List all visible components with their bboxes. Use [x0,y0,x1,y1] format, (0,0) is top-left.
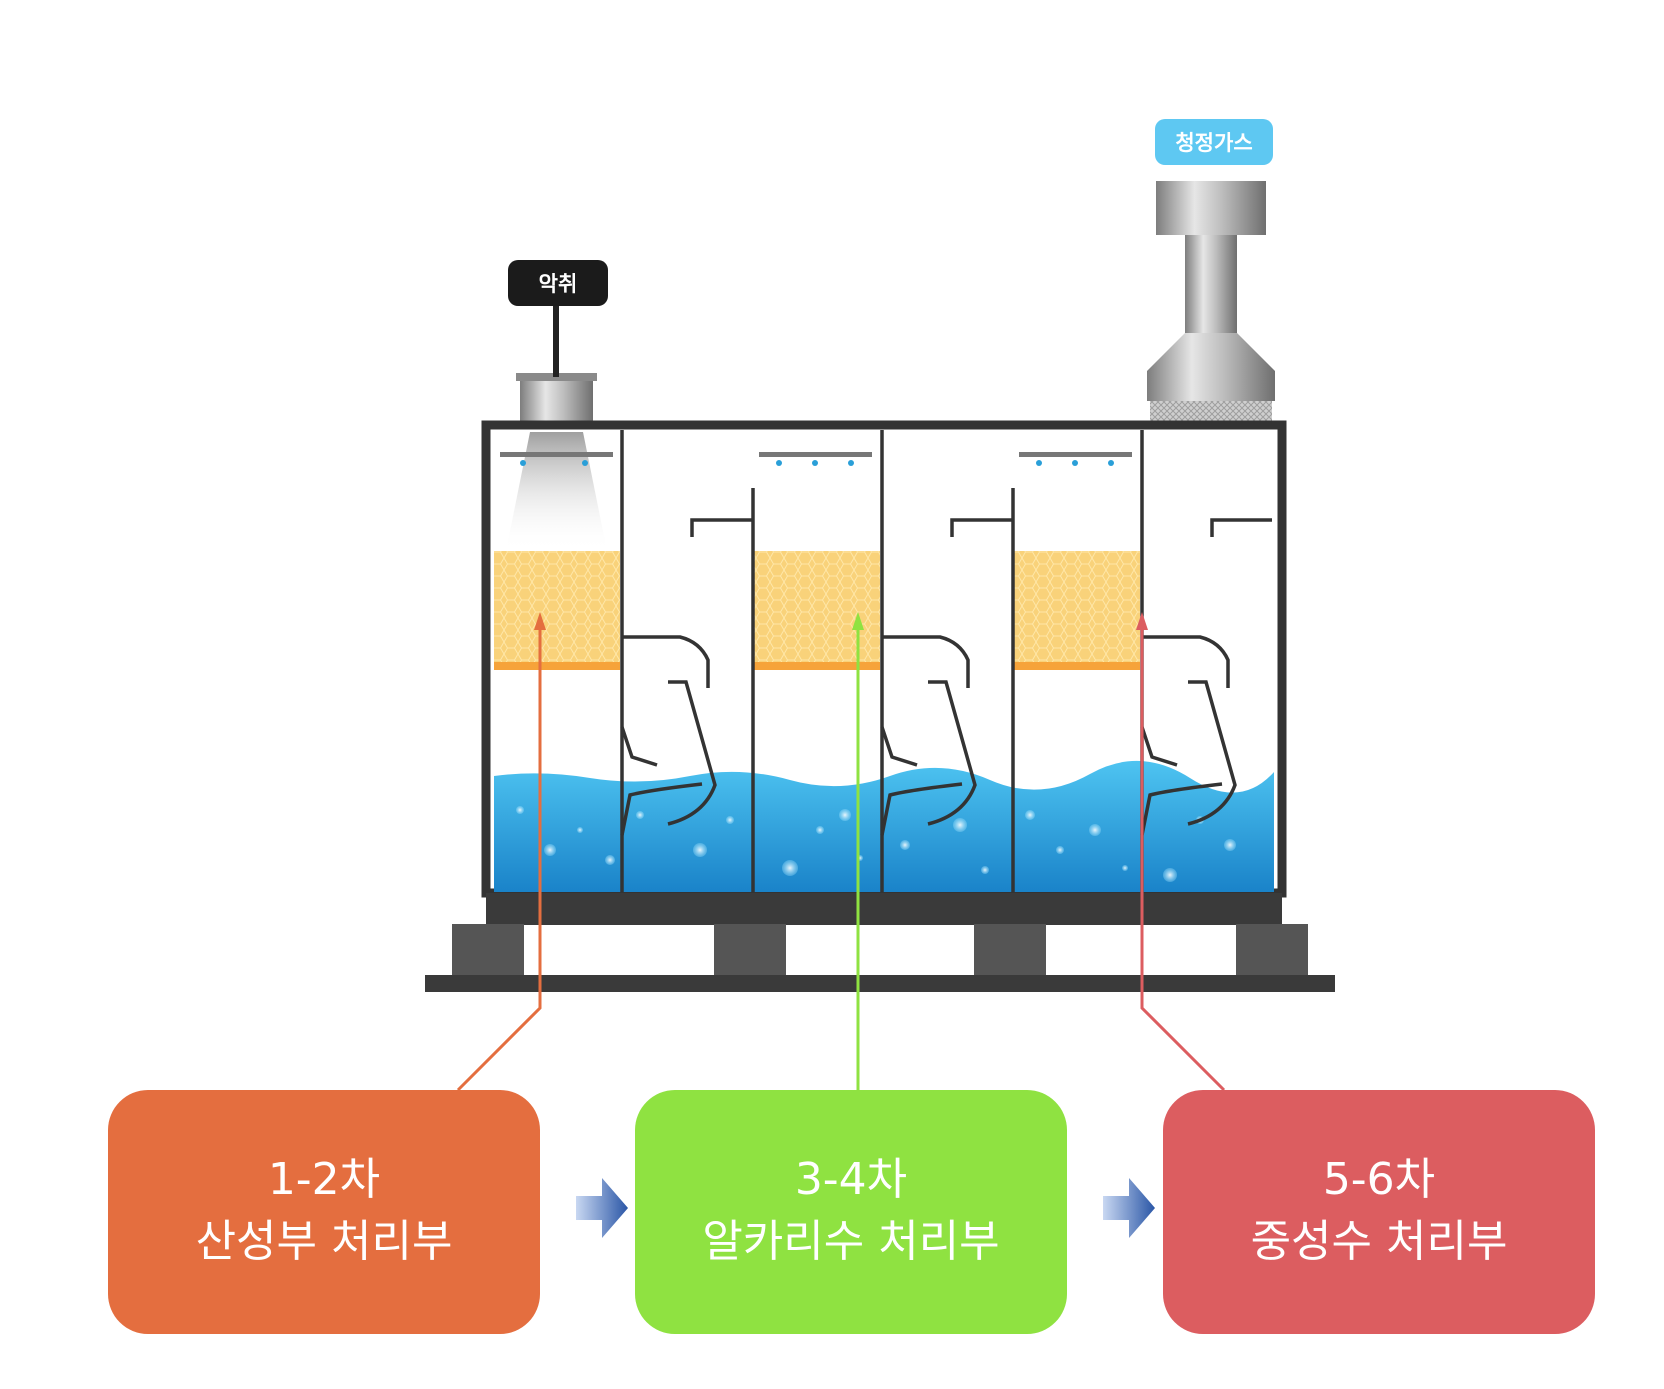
spray-headers [500,452,1132,466]
packing-beds [494,551,1140,670]
stage-3-connector [1140,625,1226,1092]
stage-box-1: 1-2차 산성부 처리부 [108,1090,540,1334]
stage-3-number: 5-6차 [1322,1154,1436,1205]
inlet-spray [506,432,607,551]
nozzle-icon [520,460,1114,466]
stage-2-number: 3-4차 [794,1154,908,1205]
flow-arrow-icon [576,1178,628,1238]
stage-2-name: 알카리수 처리부 [702,1216,1000,1267]
stage-3-name: 중성수 처리부 [1250,1216,1508,1267]
water-bubbles [516,806,1236,882]
odor-label: 악취 [508,260,608,306]
stage-1-number: 1-2차 [267,1154,381,1205]
flow-arrow-icon [1103,1178,1155,1238]
clean-gas-label: 청정가스 [1155,119,1273,165]
stage-box-3: 5-6차 중성수 처리부 [1163,1090,1595,1334]
stage-1-connector [456,625,542,1092]
baffles [620,635,1237,836]
odor-inlet-duct [516,305,597,425]
stage-1-name: 산성부 처리부 [195,1216,453,1267]
stage-connectors [456,612,1226,1092]
base-platform [425,893,1335,992]
stage-box-2: 3-4차 알카리수 처리부 [635,1090,1067,1334]
clean-gas-stack [1147,181,1275,425]
